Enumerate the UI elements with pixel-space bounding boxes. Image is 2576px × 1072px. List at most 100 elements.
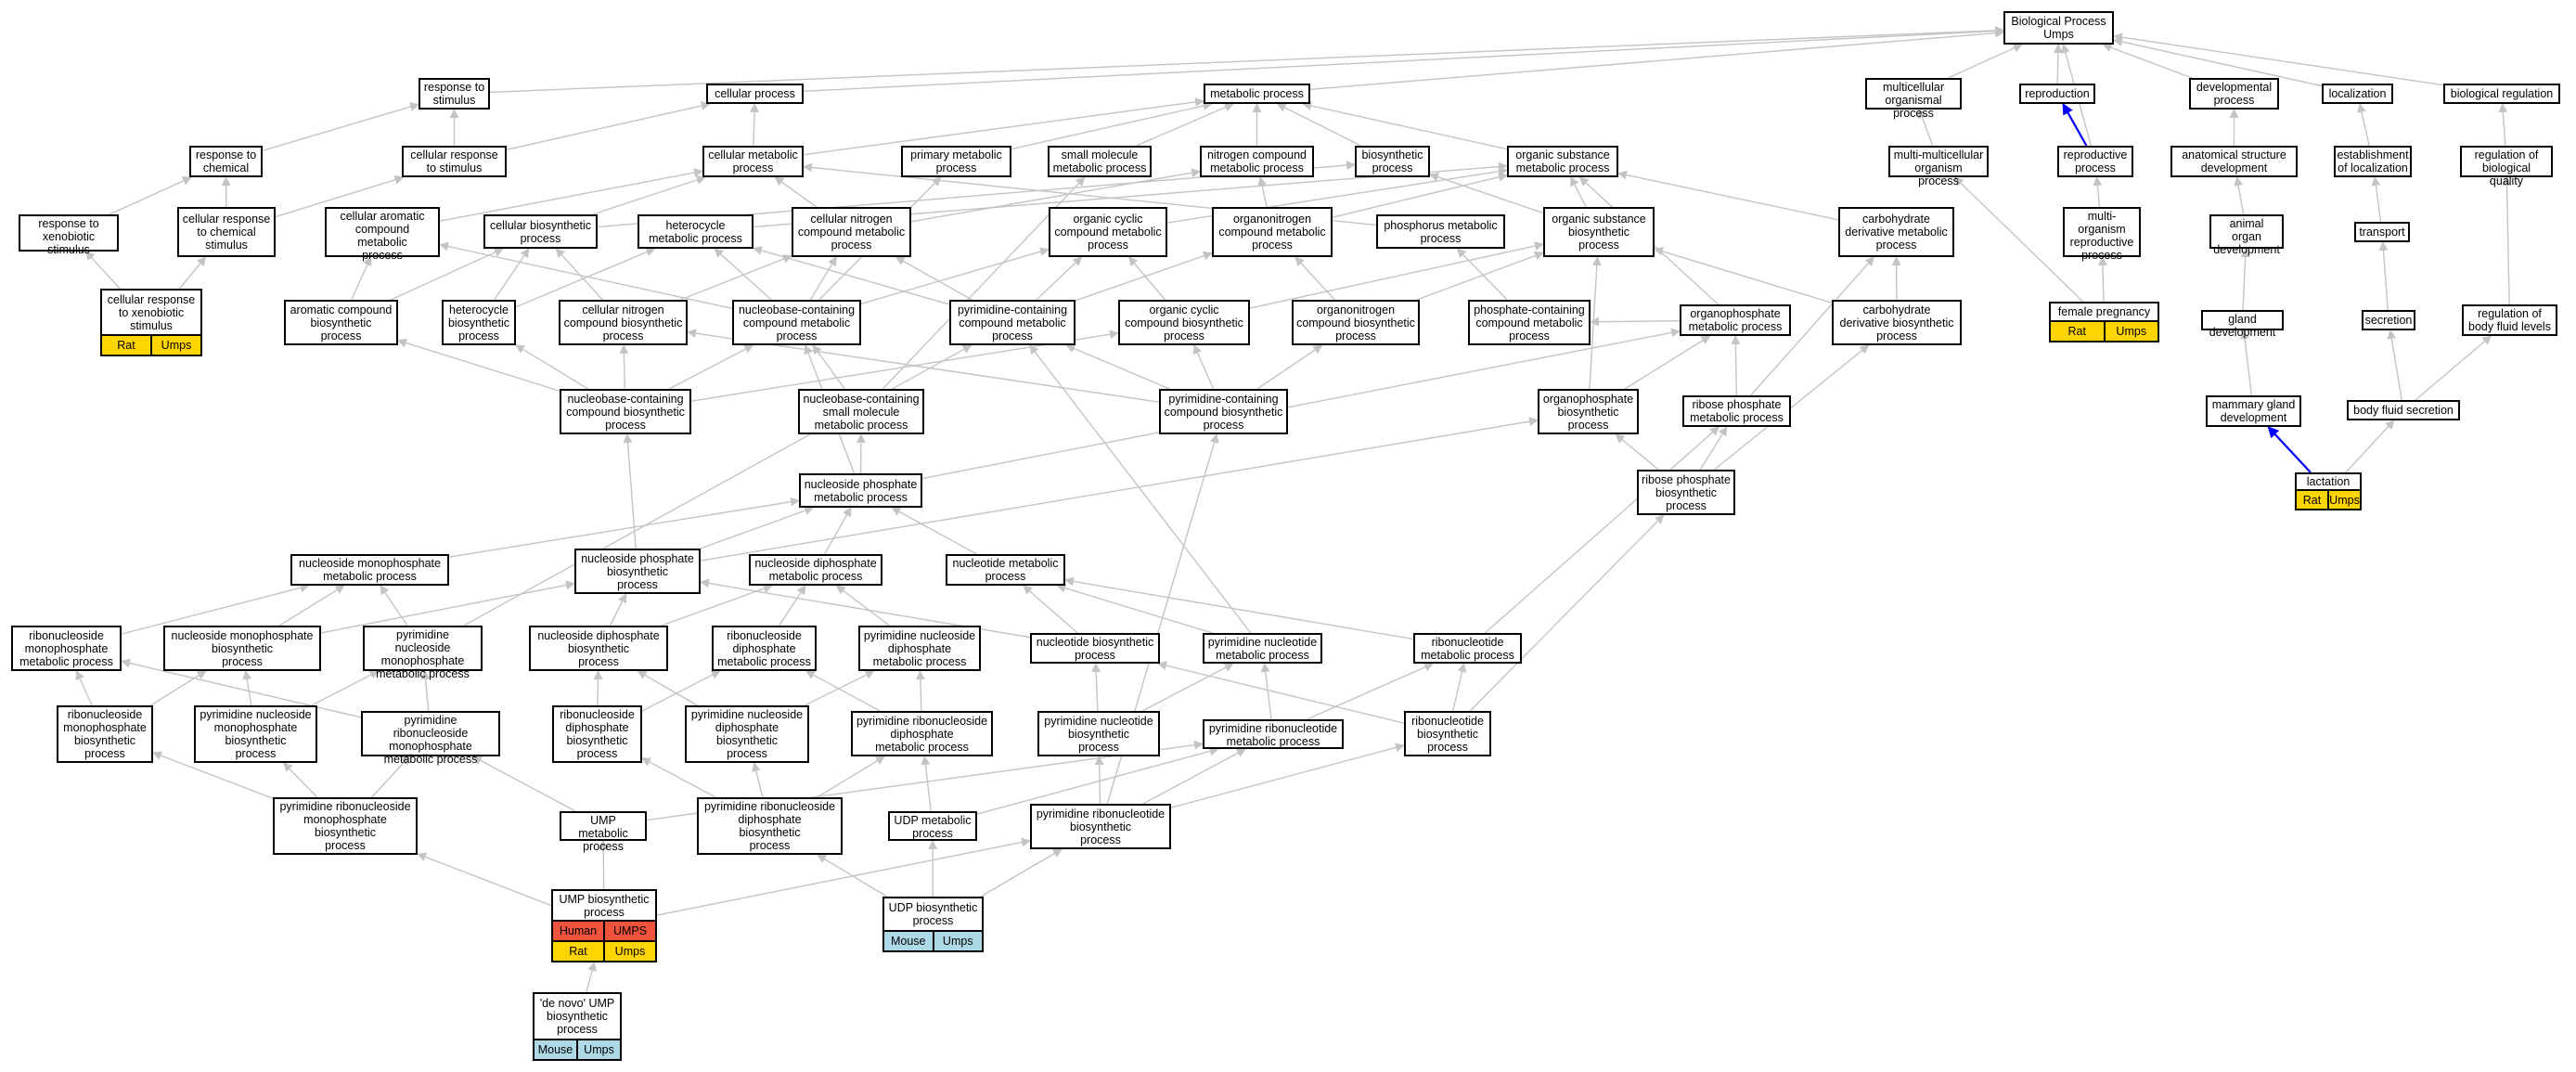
go-term-node[interactable]: nucleobase-containing compound biosynthe… (560, 389, 691, 434)
go-term-node[interactable]: cellular response to chemical stimulus (177, 207, 276, 257)
go-term-node[interactable]: pyrimidine-containing compound metabolic… (949, 300, 1075, 345)
go-term-node[interactable]: gland development (2201, 310, 2284, 339)
go-term-node[interactable]: pyrimidine nucleotide biosynthetic proce… (1037, 711, 1160, 756)
go-term-node[interactable]: ribonucleotide biosynthetic process (1404, 711, 1491, 756)
go-term-node[interactable]: response to chemical (189, 146, 263, 177)
go-term-node[interactable]: nucleoside diphosphate metabolic process (749, 554, 882, 586)
go-term-node[interactable]: organic substance biosynthetic process (1543, 207, 1655, 257)
go-term-node[interactable]: nucleoside phosphate biosynthetic proces… (574, 549, 701, 594)
go-term-node[interactable]: cellular response to stimulus (402, 146, 507, 177)
go-term-node[interactable]: cellular metabolic process (702, 146, 804, 177)
edge-hbp-to-hmp (515, 247, 656, 308)
go-term-node[interactable]: multicellular organismal process (1865, 78, 1962, 120)
go-term-node[interactable]: pyrimidine ribonucleoside monophosphate … (361, 711, 500, 766)
go-term-node[interactable]: pyrimidine ribonucleotide biosynthetic p… (1030, 804, 1171, 849)
edge-pyrntbp-to-rntbp (1170, 743, 1405, 808)
go-term-node[interactable]: response to xenobiotic stimulus (19, 214, 119, 256)
go-term-node[interactable]: ribonucleoside monophosphate metabolic p… (11, 626, 122, 671)
go-term-node[interactable]: UMP metabolic process (560, 811, 647, 853)
go-term-node[interactable]: carbohydrate derivative metabolic proces… (1838, 207, 1954, 257)
go-term-node[interactable]: heterocycle biosynthetic process (442, 300, 516, 345)
go-term-node[interactable]: organic substance metabolic process (1507, 146, 1618, 177)
go-term-node[interactable]: reproduction (2019, 84, 2095, 104)
go-term-node[interactable]: organic cyclic compound biosynthetic pro… (1118, 300, 1250, 345)
go-term-node[interactable]: nitrogen compound metabolic process (1200, 146, 1314, 177)
go-term-node[interactable]: multi-multicellular organism process (1888, 146, 1989, 187)
go-term-node[interactable]: pyrimidine ribonucleoside monophosphate … (273, 797, 418, 855)
go-term-node[interactable]: reproductive process (2057, 146, 2133, 177)
go-term-node[interactable]: UDP metabolic process (888, 811, 977, 841)
go-term-node[interactable]: aromatic compound biosynthetic process (284, 300, 398, 345)
go-term-node[interactable]: biosynthetic process (1355, 146, 1430, 177)
go-term-node[interactable]: mammary gland development (2206, 395, 2301, 427)
go-term-node[interactable]: pyrimidine ribonucleotide metabolic proc… (1203, 719, 1344, 749)
go-term-node[interactable]: pyrimidine nucleoside monophosphate bios… (194, 705, 317, 763)
go-term-node[interactable]: pyrimidine-containing compound biosynthe… (1159, 389, 1288, 434)
go-term-node[interactable]: pyrimidine nucleotide metabolic process (1203, 633, 1322, 664)
go-term-node[interactable]: biological regulation (2443, 84, 2560, 104)
go-term-node[interactable]: ribose phosphate biosynthetic process (1637, 470, 1735, 515)
go-term-node[interactable]: nucleobase-containing compound metabolic… (732, 300, 861, 345)
go-term-node[interactable]: body fluid secretion (2347, 400, 2460, 420)
go-term-node[interactable]: developmental process (2189, 78, 2279, 110)
go-term-node[interactable]: pyrimidine ribonucleoside diphosphate bi… (697, 797, 843, 855)
go-term-node[interactable]: animal organ development (2209, 214, 2284, 256)
go-term-node[interactable]: organonitrogen compound metabolic proces… (1212, 207, 1333, 257)
edge-pyrndpbp-to-pyrndpmp (817, 756, 885, 798)
go-term-node[interactable]: pyrimidine nucleoside diphosphate biosyn… (685, 705, 809, 763)
go-term-node[interactable]: phosphorus metabolic process (1376, 214, 1505, 249)
go-term-node[interactable]: localization (2322, 84, 2393, 104)
go-term-node[interactable]: cellular biosynthetic process (483, 214, 598, 249)
go-term-node[interactable]: organic cyclic compound metabolic proces… (1049, 207, 1167, 257)
go-term-node[interactable]: ribonucleoside monophosphate biosyntheti… (57, 705, 153, 763)
go-term-node[interactable]: establishment of localization (2334, 146, 2412, 177)
go-term-node[interactable]: nucleoside diphosphate biosynthetic proc… (529, 626, 668, 671)
go-term-node[interactable]: transport (2354, 222, 2410, 242)
go-term-node[interactable]: primary metabolic process (901, 146, 1011, 177)
go-term-node[interactable]: cellular response to xenobiotic stimulus… (100, 289, 202, 356)
go-term-node[interactable]: phosphate-containing compound metabolic … (1468, 300, 1591, 345)
go-term-node[interactable]: response to stimulus (419, 78, 490, 110)
go-term-node[interactable]: pyrimidine nucleoside monophosphate meta… (363, 626, 483, 680)
go-term-node[interactable]: ribonucleotide metabolic process (1413, 633, 1522, 664)
go-term-node[interactable]: pyrimidine ribonucleoside diphosphate me… (851, 711, 993, 756)
go-term-node[interactable]: secretion (2362, 310, 2415, 330)
go-term-node[interactable]: organophosphate biosynthetic process (1538, 389, 1639, 434)
go-term-node[interactable]: cellular nitrogen compound metabolic pro… (792, 207, 911, 257)
go-term-node[interactable]: nucleotide metabolic process (946, 554, 1065, 586)
go-term-node[interactable]: nucleobase-containing small molecule met… (798, 389, 924, 434)
go-term-node[interactable]: anatomical structure development (2170, 146, 2298, 177)
go-term-node[interactable]: nucleoside monophosphate metabolic proce… (290, 554, 449, 586)
go-term-node[interactable]: Biological Process Umps (2003, 11, 2114, 45)
edge-cmp-to-mp (803, 97, 1204, 156)
go-term-node[interactable]: cellular aromatic compound metabolic pro… (325, 207, 440, 262)
go-term-node[interactable]: heterocycle metabolic process (638, 214, 753, 249)
go-term-node[interactable]: metabolic process (1204, 84, 1310, 104)
go-term-label: metabolic process (1210, 87, 1304, 100)
go-term-node[interactable]: pyrimidine nucleoside diphosphate metabo… (858, 626, 981, 671)
go-term-node[interactable]: multi-organism reproductive process (2063, 207, 2141, 262)
go-term-node[interactable]: regulation of biological quality (2460, 146, 2553, 187)
go-term-node[interactable]: nucleotide biosynthetic process (1030, 633, 1160, 664)
go-term-node[interactable]: nucleoside monophosphate biosynthetic pr… (163, 626, 321, 671)
go-term-node[interactable]: small molecule metabolic process (1048, 146, 1152, 177)
go-term-node[interactable]: ribonucleoside diphosphate biosynthetic … (552, 705, 642, 763)
go-term-node[interactable]: regulation of body fluid levels (2462, 304, 2557, 336)
go-term-node[interactable]: nucleoside phosphate metabolic process (799, 473, 922, 508)
go-term-node[interactable]: ribonucleoside diphosphate metabolic pro… (712, 626, 817, 671)
edge-nphbp-to-nphmp (700, 506, 815, 549)
go-term-node[interactable]: organophosphate metabolic process (1680, 304, 1791, 336)
go-term-label: animal organ development (2213, 217, 2280, 256)
go-term-node[interactable]: ribose phosphate metabolic process (1682, 395, 1791, 427)
go-term-node[interactable]: cellular nitrogen compound biosynthetic … (559, 300, 688, 345)
go-term-node[interactable]: carbohydrate derivative biosynthetic pro… (1832, 300, 1962, 345)
go-term-node[interactable]: cellular process (706, 84, 804, 104)
go-term-node[interactable]: organonitrogen compound biosynthetic pro… (1292, 300, 1420, 345)
go-term-label: pyrimidine-containing compound biosynthe… (1164, 392, 1283, 432)
